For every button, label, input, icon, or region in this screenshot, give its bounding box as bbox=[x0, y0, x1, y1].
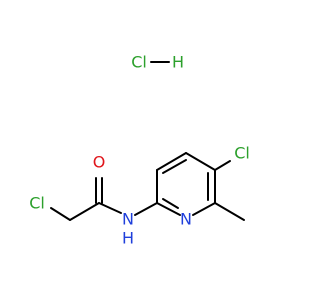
amide-nitrogen-label: N bbox=[122, 210, 134, 229]
ring-bond-c4-c5 bbox=[185, 152, 216, 171]
ring-chlorine-label: Cl bbox=[234, 144, 250, 163]
pyridine-nitrogen-label: N bbox=[180, 210, 192, 229]
chloromethyl-chlorine-label: Cl bbox=[29, 194, 45, 213]
carbonyl-oxygen-label: O bbox=[93, 153, 106, 172]
nh-carbonyl-bond bbox=[98, 202, 122, 214]
pyridine-ring bbox=[156, 152, 216, 216]
salt-chlorine-label: Cl bbox=[131, 53, 147, 72]
ch2-chlorine-bond bbox=[50, 207, 71, 221]
ring-bond-c4-c3-inner bbox=[162, 159, 187, 174]
ring-bond-c4-c3 bbox=[156, 152, 187, 171]
salt-hydrogen-label: H bbox=[172, 53, 184, 72]
methyl-bond bbox=[214, 202, 245, 221]
carbonyl-ch2-bond bbox=[69, 202, 100, 221]
c2-nh-bond bbox=[134, 202, 158, 216]
ring-chlorine-bond bbox=[214, 160, 231, 171]
ring-bond-c6-n bbox=[192, 202, 216, 216]
amide-hydrogen-label: H bbox=[122, 229, 134, 248]
ring-bond-n-c2-inner bbox=[162, 198, 179, 209]
hcl-salt: Cl H bbox=[131, 53, 184, 72]
chemical-structure: Cl H Cl O Cl N H N bbox=[29, 53, 250, 248]
ring-bond-n-c2 bbox=[156, 202, 181, 216]
